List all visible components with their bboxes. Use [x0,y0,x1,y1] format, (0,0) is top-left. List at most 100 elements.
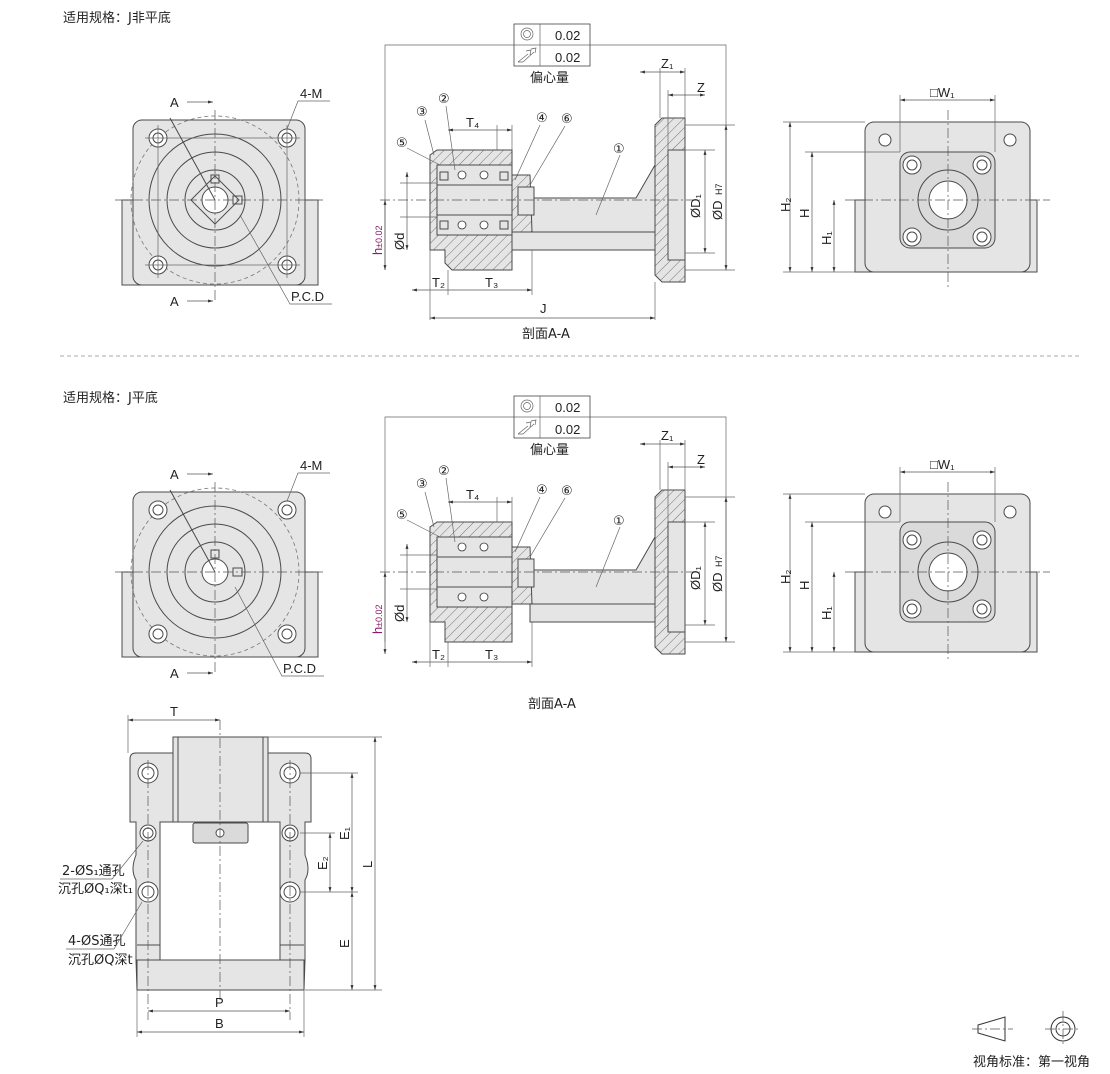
balloon-3: ③ [416,476,428,491]
dim-t: T [170,704,178,719]
dim-d1: ØD₁ [688,566,703,591]
section-mark-a-bottom: A [170,294,179,309]
balloon-5: ⑤ [396,507,408,522]
dim-h2: H₂ [778,570,793,584]
front-view: A A 4-M P.C.D [115,458,330,681]
projection-label: 视角标准：第一视角 [973,1055,1090,1070]
balloon-6: ⑥ [561,483,573,498]
spec-group-flat: 适用规格：J平底 A A 4-M P.C.D [63,390,1050,712]
spec-label: 适用规格：J非平底 [63,10,171,26]
dim-z1: Z₁ [661,56,674,71]
dim-h: h [370,627,385,634]
mount-hole [148,624,168,644]
dim-j: J [540,301,547,316]
tolerance-frame: 0.02 0.02 [513,395,591,439]
mount-hole [277,624,297,644]
dim-d1: ØD₁ [688,194,703,219]
spec-group-non-flat: 适用规格：J非平底 A A 4-M [63,10,1050,342]
balloon-1: ① [613,513,625,528]
pcd-label: P.C.D [283,661,316,676]
dim-dh7: ØD [710,573,725,593]
thread-label: 4-M [300,458,322,473]
concentricity-icon [520,399,534,413]
callout-line1: 2-ØS₁通孔 [62,864,125,879]
callout-line2: 沉孔ØQ₁深t₁ [58,882,133,897]
section-mark-a-bottom: A [170,666,179,681]
section-view: 0.02 0.02 偏心量 ① ② ③ ④ ⑤ [370,23,735,342]
dim-dh7: ØD [710,201,725,221]
pcd-label: P.C.D [291,289,324,304]
spec-label: 适用规格：J平底 [63,390,158,406]
balloon-6: ⑥ [561,111,573,126]
dim-t3: T₃ [485,647,498,662]
dim-h2: H₂ [778,198,793,212]
dim-t3: T₃ [485,275,498,290]
tolerance-value: 0.02 [555,28,580,43]
balloon-4: ④ [536,482,548,497]
dim-dh7-sub: H7 [714,555,724,567]
side-view: □W₁ H₂ H H₁ [778,85,1050,290]
thread-label: 4-M [300,86,322,101]
tolerance-caption: 偏心量 [530,71,569,86]
dim-t4: T₄ [466,115,479,130]
mount-hole [972,599,992,619]
mount-hole [972,155,992,175]
tolerance-caption: 偏心量 [530,443,569,458]
balloon-3: ③ [416,104,428,119]
dim-d: Ød [392,605,407,622]
mount-hole [972,530,992,550]
dim-w1: □W₁ [930,85,955,100]
mount-hole [148,500,168,520]
dim-t4: T₄ [466,487,479,502]
dim-z: Z [697,80,705,95]
section-caption: 剖面A-A [522,327,570,342]
dim-e1: E₁ [337,826,352,840]
concentricity-icon [520,27,534,41]
dim-e: E [337,939,352,948]
mount-hole [902,155,922,175]
mount-hole [972,227,992,247]
balloon-2: ② [438,91,450,106]
balloon-2: ② [438,463,450,478]
dim-t2: T₂ [432,275,445,290]
dim-b: B [215,1016,224,1031]
dim-d: Ød [392,233,407,250]
side-view: □W₁ H₂ H H₁ [778,457,1050,662]
callout-through-hole-s: 4-ØS通孔 沉孔ØQ深t [66,901,143,968]
dim-p: P [215,995,224,1010]
dim-e2: E₂ [315,856,330,870]
tolerance-value: 0.02 [555,50,580,65]
dim-l: L [360,861,375,868]
callout-line2: 沉孔ØQ深t [68,953,133,968]
balloon-1: ① [613,141,625,156]
tolerance-frame: 0.02 0.02 [513,23,591,67]
callout-through-hole-s1: 2-ØS₁通孔 沉孔ØQ₁深t₁ [58,840,144,897]
dim-h-tolerance: ±0.02 [374,605,384,627]
section-mark-a-top: A [170,467,179,482]
mount-hole [902,227,922,247]
balloon-4: ④ [536,110,548,125]
total-runout-icon [517,419,537,435]
tolerance-value: 0.02 [555,422,580,437]
mount-hole [902,599,922,619]
tolerance-value: 0.02 [555,400,580,415]
balloon-5: ⑤ [396,135,408,150]
dim-h-side: H [797,581,812,590]
bottom-view: T L E₁ E₂ E P B 2-ØS₁通孔 沉孔ØQ₁深t₁ 4-ØS通孔 … [58,704,382,1037]
section-caption: 剖面A-A [528,697,576,712]
mount-hole [902,530,922,550]
total-runout-icon [517,47,537,63]
first-angle-projection-icon [972,1011,1081,1047]
mount-hole [277,500,297,520]
front-view: A A 4-M P.C.D [115,86,332,309]
section-view: 0.02 0.02 偏心量 ① ② ③ ④ ⑤ ⑥ Z₁ [370,395,735,712]
dim-h1: H₁ [819,231,834,245]
dim-h: h [370,248,385,255]
dim-h-side: H [797,209,812,218]
dim-h1: H₁ [819,606,834,620]
callout-line1: 4-ØS通孔 [68,934,125,949]
section-mark-a-top: A [170,95,179,110]
dim-h-tolerance: ±0.02 [374,226,384,248]
dim-z1: Z₁ [661,428,674,443]
